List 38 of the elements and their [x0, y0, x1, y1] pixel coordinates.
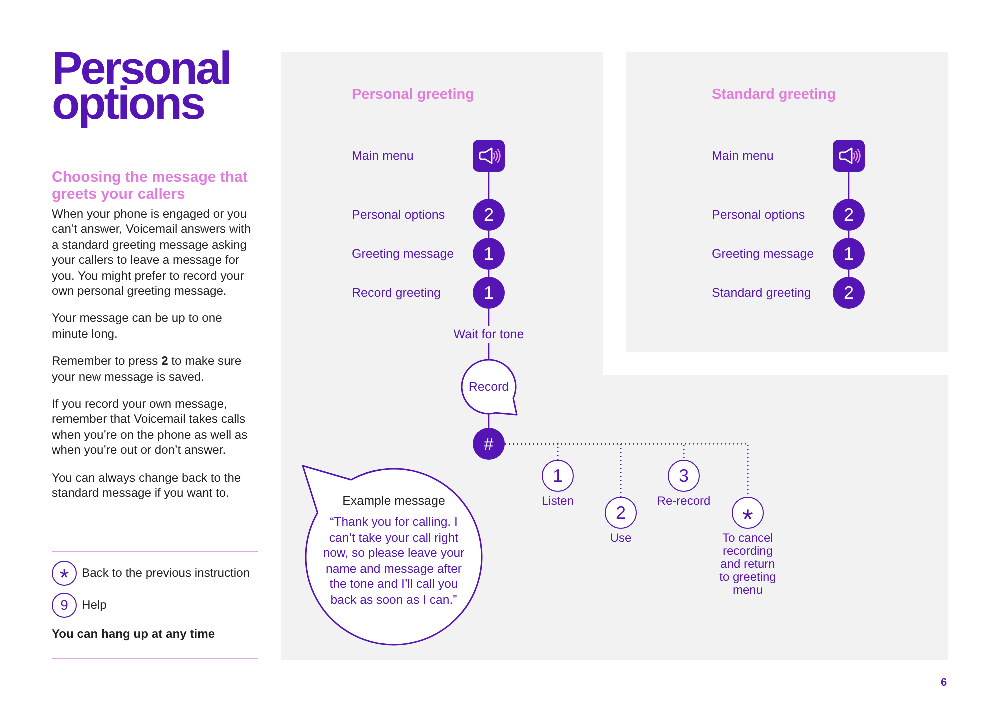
step-label: Main menu	[352, 148, 414, 164]
panel-heading: Standard greeting	[712, 87, 836, 104]
key-circle: *	[52, 560, 77, 586]
connector-line	[848, 231, 850, 238]
section-heading: Choosing the message that greets your callers	[52, 169, 249, 203]
step-label: Standard greeting	[712, 286, 812, 300]
connector-line	[848, 172, 850, 199]
body-paragraph: If you record your own message, remember that Voicemail takes calls when you’re on the phone as well as when you’re out or don’t answer.	[52, 397, 249, 459]
step-label: Main menu	[712, 148, 774, 164]
step-label: Greeting message	[712, 246, 814, 262]
step-label: Greeting message	[352, 246, 454, 262]
bubble-label: Record	[468, 380, 510, 395]
key-description: Back to the previous instruction	[82, 566, 250, 580]
body-paragraph: Remember to press 2 to make sure your new message is saved.	[52, 354, 243, 386]
connector-line	[488, 231, 490, 238]
option-label: To cancel recording and return to greeting menu	[718, 532, 778, 597]
body-paragraph: Your message can be up to one minute long.	[52, 311, 224, 342]
page-title: Personal options	[52, 42, 230, 131]
step-label: Record greeting	[352, 286, 441, 300]
note-text: You can hang up at any time	[52, 627, 216, 642]
body-paragraph: You can always change back to the standard message if you want to.	[52, 470, 242, 502]
option-label: Listen	[542, 495, 574, 508]
panel-heading: Personal greeting	[352, 87, 474, 104]
option-label: Re-record	[657, 495, 711, 508]
key-description: Help	[82, 598, 107, 612]
step-label: Personal options	[712, 208, 806, 222]
page-number: 6	[941, 677, 948, 690]
connector-line	[488, 172, 490, 199]
option-label: Use	[610, 532, 632, 545]
dotted-connector	[505, 443, 749, 497]
key-circle: 9	[52, 592, 77, 618]
body-paragraph: When your phone is engaged or you can’t answer, Voicemail answers with a standard greeting message asking your callers to leave a message for you. You might prefer to record your own personal greeting message.	[52, 207, 252, 300]
step-label: Personal options	[352, 208, 446, 222]
connector-line	[488, 414, 490, 428]
connector-line	[848, 270, 850, 277]
bubble-heading: Example message	[342, 494, 446, 509]
connector-line	[488, 270, 490, 277]
quote-text: “Thank you for calling. I can’t take your call right now, so please leave your name and message after the tone and I’ll call you back as soon as I can.”	[322, 515, 466, 608]
